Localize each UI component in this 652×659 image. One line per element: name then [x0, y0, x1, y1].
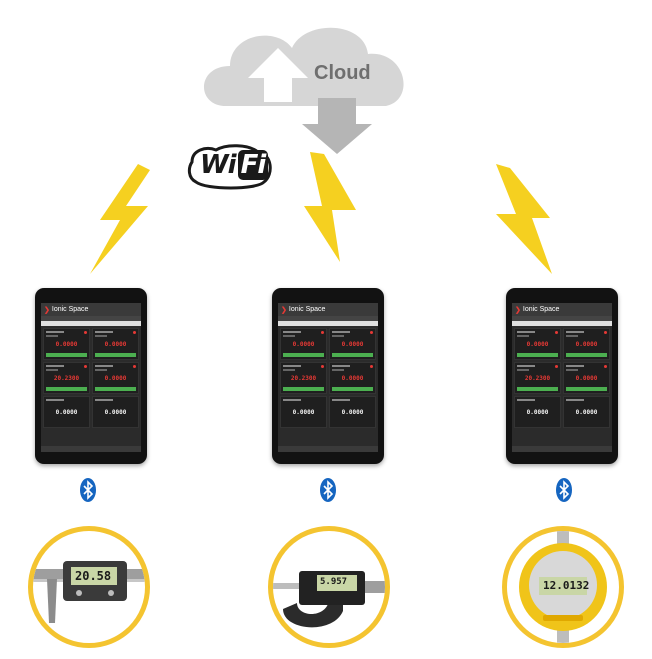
tablet-device: ❯Ionic Space 0.0000 0.0000 20.2300 0.000… — [272, 288, 384, 464]
dial-indicator-icon: 12.0132 — [502, 526, 624, 648]
measurement-tile[interactable]: 20.2300 — [280, 362, 327, 394]
app-logo-icon: ❯ — [44, 306, 50, 314]
caliper-readout: 20.58 — [75, 569, 112, 583]
tile-value: 0.0000 — [104, 375, 127, 382]
measurement-tile[interactable]: 0.0000 — [92, 362, 139, 394]
tile-value: 0.0000 — [575, 375, 598, 382]
app-brand: Ionic Space — [522, 306, 560, 313]
tile-value: 0.0000 — [341, 409, 364, 416]
tile-value: 0.0000 — [341, 375, 364, 382]
app-header: ❯Ionic Space — [512, 303, 612, 316]
lightning-bolt-icon — [90, 164, 150, 274]
measurement-tile[interactable]: 0.0000 — [563, 362, 610, 394]
tile-value: 20.2300 — [524, 375, 551, 382]
app-header: ❯Ionic Space — [41, 303, 141, 316]
app-brand: Ionic Space — [51, 306, 89, 313]
micrometer-readout: 5.957 — [320, 577, 348, 587]
tile-value: 0.0000 — [526, 341, 549, 348]
wifi-wi: Wi — [200, 150, 237, 180]
tile-value: 20.2300 — [53, 375, 80, 382]
cloud-label: Cloud — [314, 62, 371, 84]
tile-value: 0.0000 — [526, 409, 549, 416]
tile-value: 0.0000 — [341, 341, 364, 348]
download-arrow-icon — [302, 98, 372, 154]
bluetooth-icon — [320, 478, 336, 502]
app-brand: Ionic Space — [288, 306, 326, 313]
measurement-tile[interactable]: 0.0000 — [329, 328, 376, 360]
tile-value: 0.0000 — [575, 341, 598, 348]
tile-value: 0.0000 — [104, 341, 127, 348]
wifi-badge-shape — [187, 144, 272, 190]
digital-micrometer-icon: 5.957 — [268, 526, 390, 648]
measurement-tile[interactable]: 0.0000 — [280, 396, 327, 428]
measurement-tile[interactable]: 0.0000 — [563, 396, 610, 428]
wifi-fi: Fi — [237, 150, 269, 180]
tile-value: 0.0000 — [104, 409, 127, 416]
tile-value: 0.0000 — [292, 409, 315, 416]
tile-value: 0.0000 — [55, 409, 78, 416]
app-header: ❯Ionic Space — [278, 303, 378, 316]
digital-caliper-icon: 20.58 — [28, 526, 150, 648]
cloud-graphic: Cloud — [196, 14, 426, 164]
tablet-device: ❯Ionic Space 0.0000 0.0000 20.2300 0.000… — [506, 288, 618, 464]
measurement-tile[interactable]: 20.2300 — [514, 362, 561, 394]
tile-value: 0.0000 — [55, 341, 78, 348]
dial-indicator-readout: 12.0132 — [543, 579, 590, 592]
measurement-tile[interactable]: 20.2300 — [43, 362, 90, 394]
tablet-device: ❯Ionic Space 0.0000 0.0000 20.2300 0.000… — [35, 288, 147, 464]
measurement-tile[interactable]: 0.0000 — [329, 396, 376, 428]
lightning-bolt-icon — [496, 164, 552, 274]
upload-arrow-icon — [248, 48, 308, 102]
measurement-tile[interactable]: 0.0000 — [43, 396, 90, 428]
measurement-tile[interactable]: 0.0000 — [92, 328, 139, 360]
tile-value: 20.2300 — [290, 375, 317, 382]
measurement-tile[interactable]: 0.0000 — [514, 396, 561, 428]
measurement-tile[interactable]: 0.0000 — [329, 362, 376, 394]
tablet-screen: ❯Ionic Space 0.0000 0.0000 20.2300 0.000… — [278, 300, 378, 452]
measurement-tile[interactable]: 0.0000 — [514, 328, 561, 360]
lightning-bolt-icon — [304, 152, 356, 262]
tile-value: 0.0000 — [575, 409, 598, 416]
measurement-tile[interactable]: 0.0000 — [280, 328, 327, 360]
tablet-screen: ❯Ionic Space 0.0000 0.0000 20.2300 0.000… — [41, 300, 141, 452]
bluetooth-icon — [556, 478, 572, 502]
app-logo-icon: ❯ — [281, 306, 287, 314]
bluetooth-icon — [80, 478, 96, 502]
app-logo-icon: ❯ — [515, 306, 521, 314]
measurement-tile[interactable]: 0.0000 — [563, 328, 610, 360]
measurement-tile[interactable]: 0.0000 — [92, 396, 139, 428]
tablet-screen: ❯Ionic Space 0.0000 0.0000 20.2300 0.000… — [512, 300, 612, 452]
measurement-tile[interactable]: 0.0000 — [43, 328, 90, 360]
cloud-icon — [203, 27, 404, 154]
tile-value: 0.0000 — [292, 341, 315, 348]
